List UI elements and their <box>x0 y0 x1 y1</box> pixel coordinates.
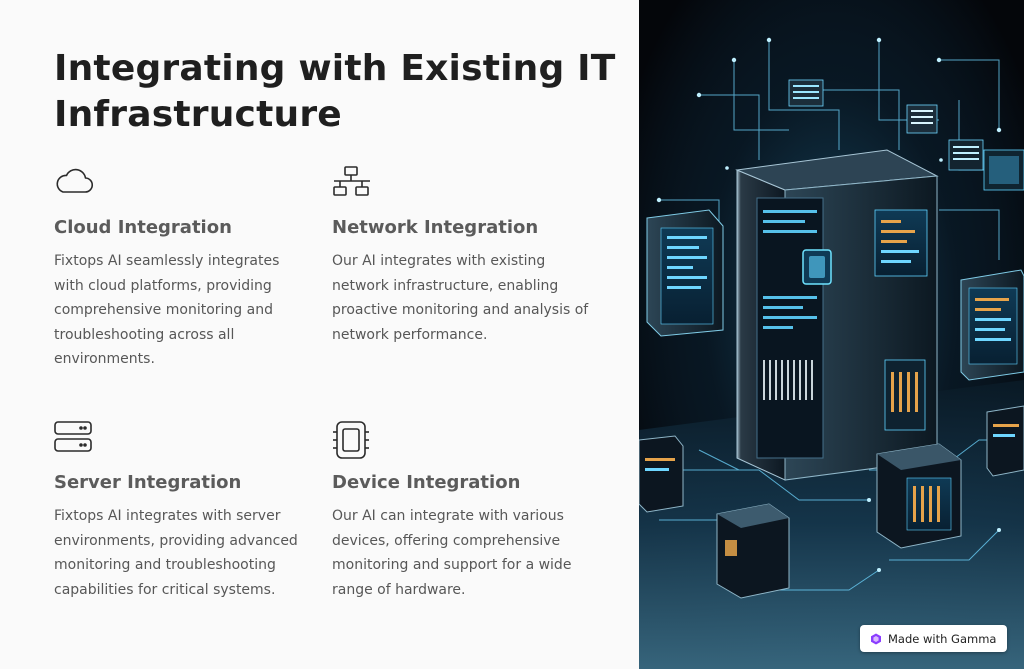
server-rack-illustration <box>639 0 1024 669</box>
card-body: Our AI can integrate with various device… <box>332 508 572 598</box>
device-chip-icon <box>332 421 372 459</box>
card-body: Fixtops AI seamlessly integrates with cl… <box>54 253 280 367</box>
cloud-integration-card: Cloud Integration Fixtops AI seamlessly … <box>54 166 312 372</box>
card-heading: Device Integration <box>332 472 521 493</box>
server-icon <box>54 421 94 453</box>
card-heading: Network Integration <box>332 217 539 238</box>
made-with-gamma-badge[interactable]: Made with Gamma <box>860 625 1007 652</box>
content-panel: Integrating with Existing IT Infrastruct… <box>54 48 616 602</box>
device-integration-card: Device Integration Our AI can integrate … <box>332 421 590 602</box>
network-integration-card: Network Integration Our AI integrates wi… <box>332 166 590 347</box>
card-body: Our AI integrates with existing network … <box>332 253 589 343</box>
gamma-logo-icon <box>870 633 882 645</box>
card-heading: Cloud Integration <box>54 217 232 238</box>
server-integration-card: Server Integration Fixtops AI integrates… <box>54 421 312 602</box>
card-body: Fixtops AI integrates with server enviro… <box>54 508 298 598</box>
badge-label: Made with Gamma <box>888 631 997 646</box>
page-title: Integrating with Existing IT Infrastruct… <box>54 48 616 135</box>
network-icon <box>332 166 372 198</box>
cloud-icon <box>54 166 94 198</box>
card-heading: Server Integration <box>54 472 242 493</box>
